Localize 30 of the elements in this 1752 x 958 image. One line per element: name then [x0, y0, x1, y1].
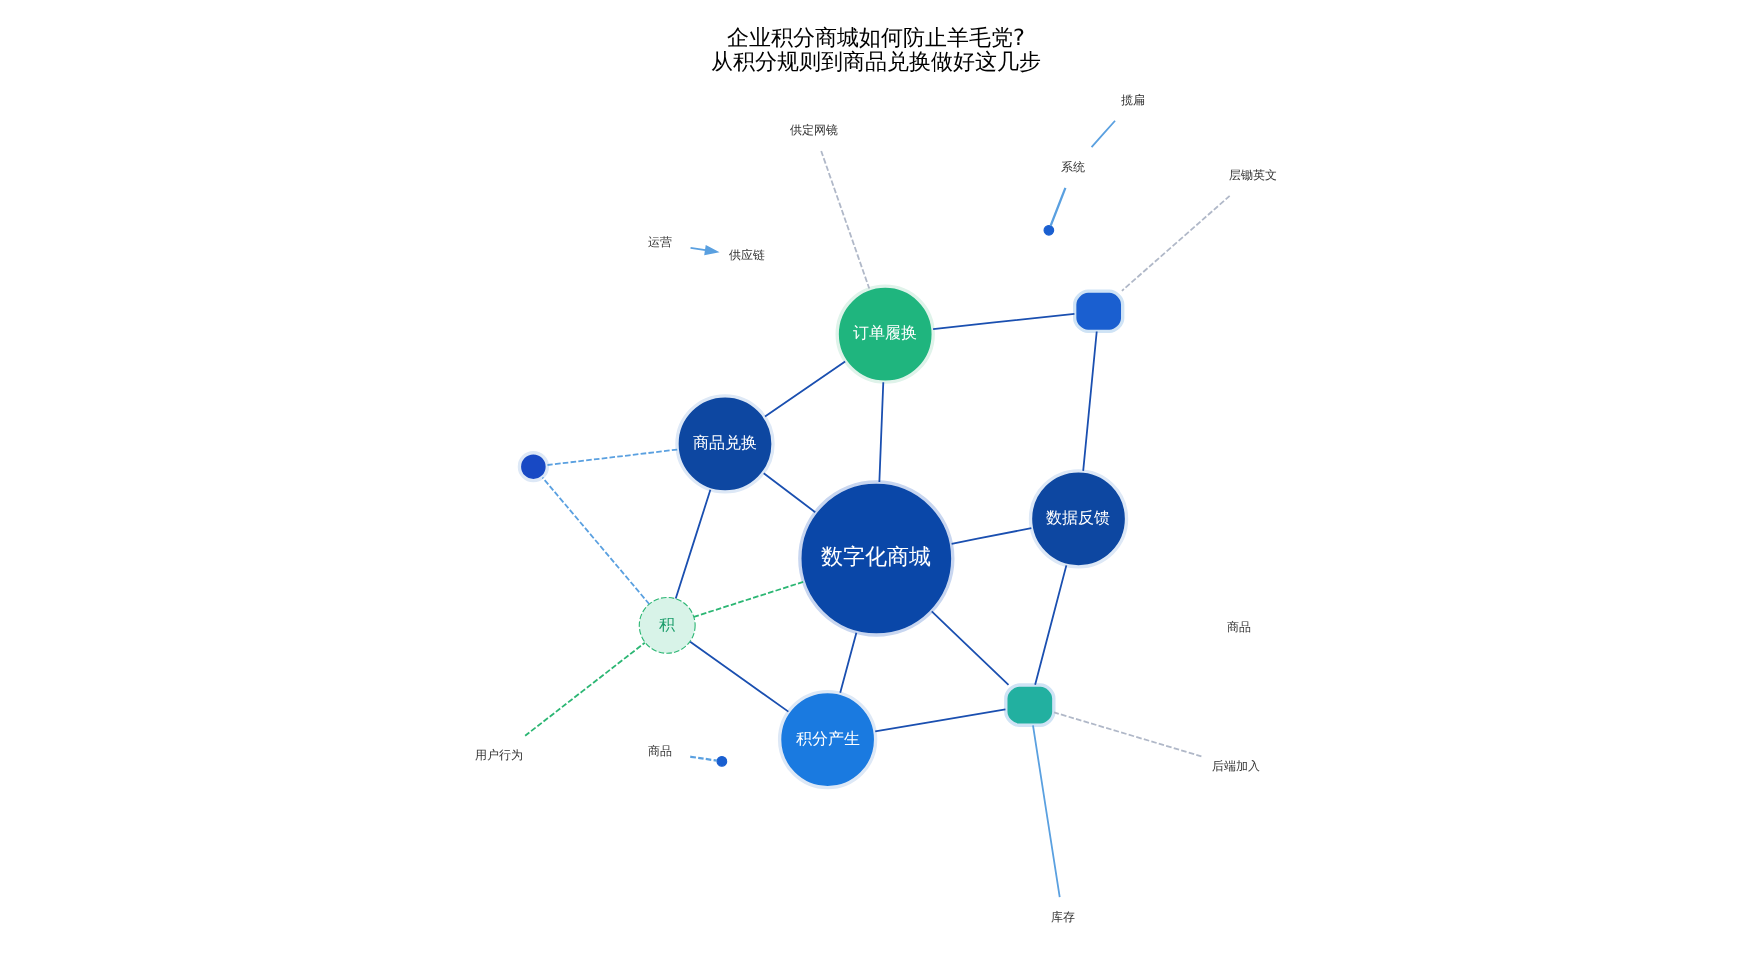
connector — [764, 359, 847, 417]
connector — [1121, 194, 1231, 291]
connector — [1034, 563, 1068, 685]
connector — [541, 475, 651, 604]
caption: 从积分规则到商品兑换做好这几步 — [711, 48, 1042, 75]
node-circle — [517, 450, 549, 482]
connector — [878, 380, 885, 482]
connector — [874, 707, 1007, 732]
node-box — [1004, 682, 1056, 726]
connector — [546, 447, 679, 465]
node-circle: 数字化商城 — [798, 479, 955, 636]
connector — [1082, 329, 1098, 471]
diagram-title: 企业积分商城如何防止羊毛党? — [727, 23, 1025, 50]
connector — [1053, 710, 1203, 757]
connector — [820, 149, 871, 289]
connector — [674, 487, 712, 599]
connector — [1049, 186, 1067, 226]
arrow — [689, 243, 720, 255]
connector — [692, 580, 805, 617]
connector — [762, 471, 817, 513]
connector — [1090, 118, 1116, 147]
connector — [690, 754, 718, 761]
connector — [524, 640, 646, 736]
node-box — [1073, 288, 1125, 333]
connector — [689, 639, 790, 712]
connector — [930, 609, 1010, 685]
connector — [1032, 723, 1061, 897]
connector — [950, 526, 1033, 544]
connector — [932, 311, 1076, 329]
connector — [839, 630, 858, 693]
